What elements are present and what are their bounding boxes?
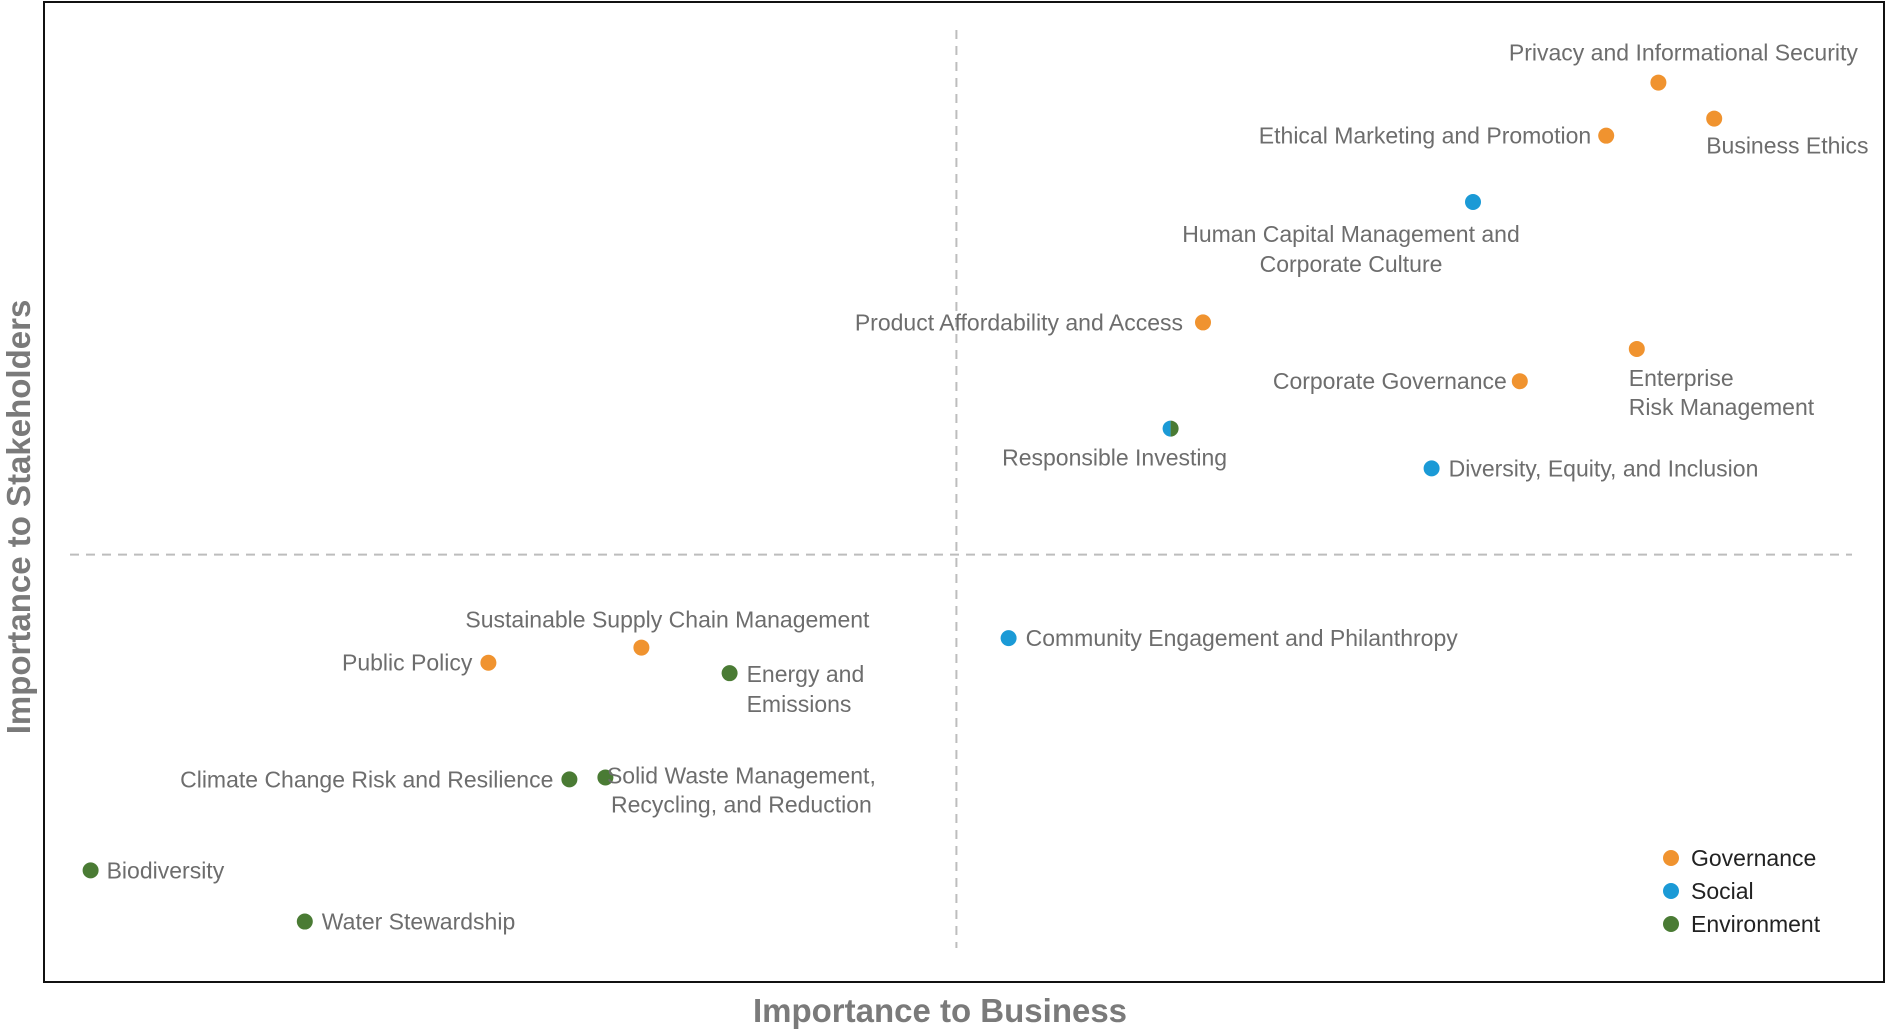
legend-swatch <box>1663 916 1679 932</box>
legend-label: Environment <box>1691 911 1821 937</box>
point-marker-half <box>1162 420 1171 437</box>
point-marker <box>480 654 497 671</box>
point-label: Climate Change Risk and Resilience <box>180 766 553 792</box>
point-marker <box>597 769 614 786</box>
point-marker <box>1598 127 1615 144</box>
x-axis-title: Importance to Business <box>753 992 1127 1029</box>
legend-item: Social <box>1663 878 1754 904</box>
data-point: Product Affordability and Access <box>855 309 1211 335</box>
legend-label: Governance <box>1691 845 1816 871</box>
legend-item: Governance <box>1663 845 1816 871</box>
legend-swatch <box>1663 883 1679 899</box>
data-point: Climate Change Risk and Resilience <box>180 766 578 792</box>
point-marker <box>721 665 738 682</box>
point-label: Water Stewardship <box>322 909 515 935</box>
data-point: Ethical Marketing and Promotion <box>1259 123 1615 149</box>
data-point: Diversity, Equity, and Inclusion <box>1423 455 1759 481</box>
point-label: Business Ethics <box>1706 133 1868 159</box>
point-marker <box>1628 340 1645 357</box>
y-axis-title: Importance to Stakeholders <box>0 300 37 735</box>
point-label: Public Policy <box>342 650 473 676</box>
point-marker <box>1511 373 1528 390</box>
points-layer: Privacy and Informational SecurityBusine… <box>82 40 1869 935</box>
plot-frame <box>43 1 1885 983</box>
point-label: Responsible Investing <box>1002 445 1227 471</box>
data-point: Privacy and Informational Security <box>1509 40 1858 91</box>
data-point: Business Ethics <box>1706 110 1869 159</box>
legend-label: Social <box>1691 878 1754 904</box>
point-label: Ethical Marketing and Promotion <box>1259 123 1591 149</box>
data-point: Sustainable Supply Chain Management <box>465 607 870 656</box>
data-point: Water Stewardship <box>296 909 515 935</box>
point-label: Biodiversity <box>107 857 225 883</box>
point-marker-half <box>1170 420 1179 437</box>
data-point: Public Policy <box>342 650 497 676</box>
legend-item: Environment <box>1663 911 1821 937</box>
point-label: Corporate Governance <box>1273 368 1507 394</box>
point-marker <box>633 639 650 656</box>
data-point: Responsible Investing <box>1002 420 1227 471</box>
data-point: Solid Waste Management,Recycling, and Re… <box>597 762 876 817</box>
point-marker <box>1465 194 1481 211</box>
point-marker <box>1000 630 1017 647</box>
point-marker <box>1650 74 1667 91</box>
point-label: Diversity, Equity, and Inclusion <box>1449 455 1759 481</box>
point-label: Solid Waste Management,Recycling, and Re… <box>607 762 876 817</box>
point-marker <box>561 771 578 788</box>
data-point: Community Engagement and Philanthropy <box>1000 625 1459 651</box>
point-marker <box>1706 110 1723 127</box>
point-marker <box>296 913 313 930</box>
data-point: Biodiversity <box>82 857 225 883</box>
point-label: Privacy and Informational Security <box>1509 40 1858 66</box>
legend-swatch <box>1663 850 1679 866</box>
point-label: Sustainable Supply Chain Management <box>465 607 870 633</box>
point-label: Product Affordability and Access <box>855 309 1183 335</box>
point-label: Community Engagement and Philanthropy <box>1026 625 1459 651</box>
point-marker <box>1195 314 1211 331</box>
point-marker <box>82 862 99 879</box>
point-marker <box>1423 460 1440 477</box>
data-point: Corporate Governance <box>1273 368 1528 394</box>
